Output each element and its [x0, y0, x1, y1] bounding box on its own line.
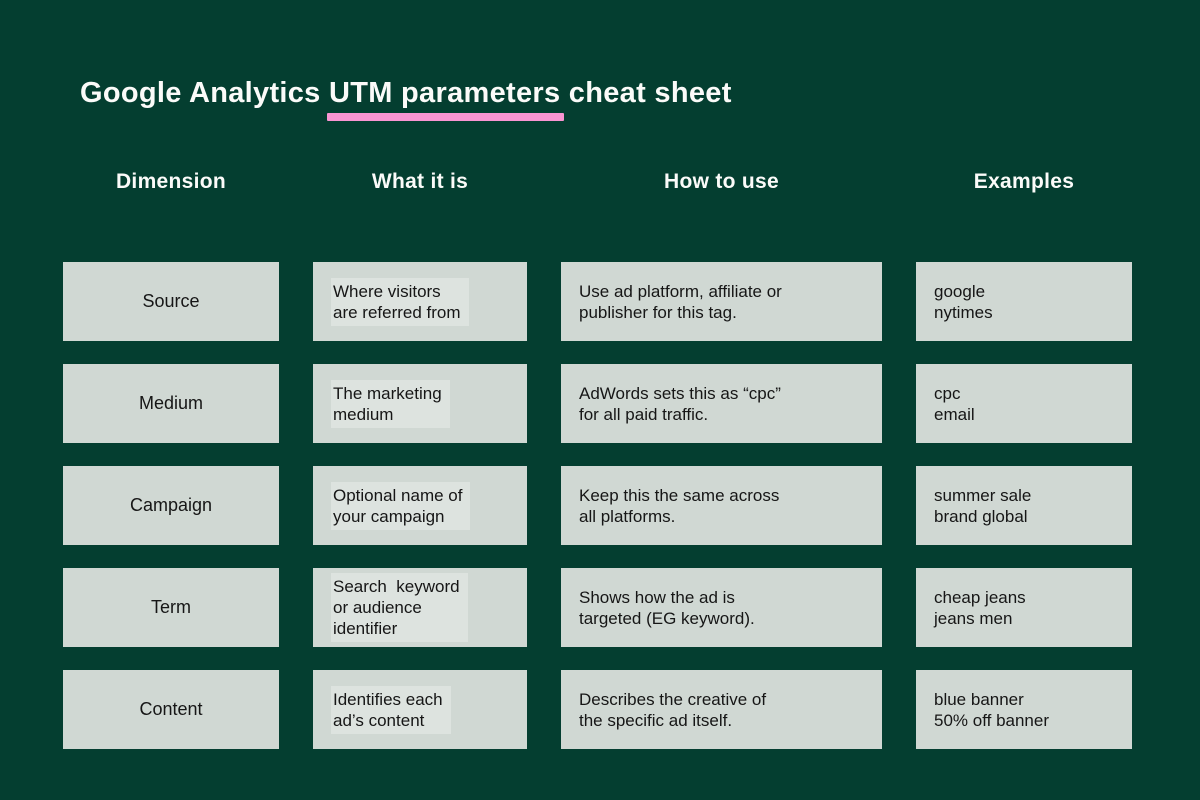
cell-text: The marketing medium	[331, 379, 450, 428]
page-title-suffix: cheat sheet	[560, 77, 732, 110]
cell-source-how-to-use: Use ad platform, affiliate or publisher …	[561, 262, 882, 341]
cell-text: Term	[151, 597, 191, 617]
cell-term-what-it-is: Search keyword or audience identifier	[313, 568, 527, 647]
cell-text: Search keyword or audience identifier	[331, 573, 468, 642]
cell-term-dimension: Term	[63, 568, 279, 647]
cell-source-examples: google nytimes	[916, 262, 1132, 341]
cell-medium-how-to-use: AdWords sets this as “cpc” for all paid …	[561, 364, 882, 443]
cell-text: cheap jeans jeans men	[934, 587, 1026, 628]
cell-campaign-how-to-use: Keep this the same across all platforms.	[561, 466, 882, 545]
cell-text: blue banner 50% off banner	[934, 689, 1049, 730]
cell-content-examples: blue banner 50% off banner	[916, 670, 1132, 749]
column-header-dimension: Dimension	[115, 169, 227, 193]
cell-text: summer sale brand global	[934, 485, 1032, 526]
cell-campaign-examples: summer sale brand global	[916, 466, 1132, 545]
cell-campaign-dimension: Campaign	[63, 466, 279, 545]
cell-text: cpc email	[934, 383, 975, 424]
column-header-how-to-use: How to use	[663, 169, 779, 193]
page-title: Google Analytics UTM parameters cheat sh…	[80, 77, 732, 122]
cell-text: google nytimes	[934, 281, 993, 322]
column-header-examples: Examples	[973, 169, 1075, 193]
cell-source-dimension: Source	[63, 262, 279, 341]
cell-term-examples: cheap jeans jeans men	[916, 568, 1132, 647]
cell-text: Identifies each ad’s content	[331, 685, 451, 734]
page-title-prefix: Google Analytics	[80, 77, 329, 110]
cell-medium-examples: cpc email	[916, 364, 1132, 443]
page-title-underlined-text: UTM parameters	[326, 77, 565, 122]
cell-content-dimension: Content	[63, 670, 279, 749]
cell-source-what-it-is: Where visitors are referred from	[313, 262, 527, 341]
cell-text: Campaign	[129, 495, 213, 515]
cell-text: Content	[139, 699, 203, 719]
utm-cheat-sheet-table: Dimension What it is How to use Examples…	[63, 160, 1132, 749]
cell-campaign-what-it-is: Optional name of your campaign	[313, 466, 527, 545]
cell-medium-dimension: Medium	[63, 364, 279, 443]
cell-text: Medium	[138, 393, 204, 413]
cell-text: Shows how the ad is targeted (EG keyword…	[579, 587, 755, 628]
column-header-what-it-is: What it is	[371, 169, 469, 193]
cell-medium-what-it-is: The marketing medium	[313, 364, 527, 443]
cell-term-how-to-use: Shows how the ad is targeted (EG keyword…	[561, 568, 882, 647]
cell-content-what-it-is: Identifies each ad’s content	[313, 670, 527, 749]
cell-text: Keep this the same across all platforms.	[579, 485, 780, 526]
cell-text: Describes the creative of the specific a…	[579, 689, 767, 730]
cell-text: Optional name of your campaign	[331, 481, 471, 530]
cell-text: Source	[142, 291, 200, 311]
cell-content-how-to-use: Describes the creative of the specific a…	[561, 670, 882, 749]
cell-text: Use ad platform, affiliate or publisher …	[579, 281, 782, 322]
cell-text: AdWords sets this as “cpc” for all paid …	[579, 383, 781, 424]
cell-text: Where visitors are referred from	[331, 277, 469, 326]
